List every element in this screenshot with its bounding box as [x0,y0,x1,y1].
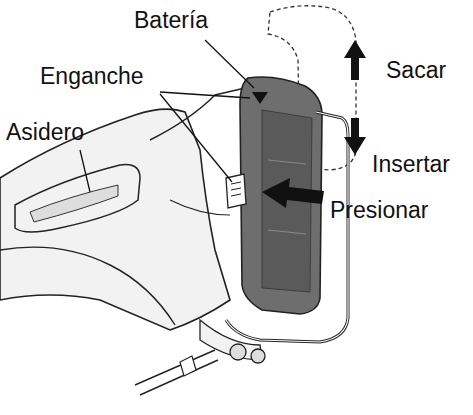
guard-bracket-inner [226,112,348,342]
clip [180,356,196,376]
body-edge [0,247,175,325]
handle [0,109,230,330]
handle-grip-inner [30,185,118,222]
latch-triangle [252,92,268,104]
action-label: Presionar [330,198,428,223]
screw [251,349,265,363]
direction-label: Sacar [386,58,446,83]
body-edge [150,88,245,140]
direction-label: Insertar [372,152,450,177]
part-label: Batería [134,8,208,33]
arrow-press [262,178,324,208]
part-label: Asidero [6,120,84,145]
shaft [135,350,218,395]
arrow-down [344,118,366,155]
handle-grip [15,165,140,232]
body-edge [170,200,230,215]
part-label: Enganche [40,64,144,89]
leader-line [205,40,254,88]
leader-line [80,150,90,192]
screw [230,344,246,360]
arrow-up [344,40,366,80]
leader-line [160,94,232,182]
latch-ridges [231,182,241,196]
leader-line [160,92,250,98]
guard-bracket [226,112,348,342]
